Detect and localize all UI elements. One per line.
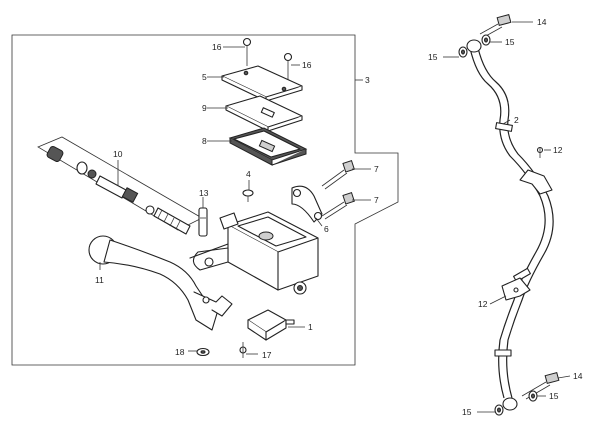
callout-11: 11 [95,275,104,285]
piston-kit [37,136,203,235]
callout-18: 18 [175,347,185,357]
clamp-bolt-upper [321,160,355,190]
callout-2: 2 [514,115,519,125]
master-cylinder-body [189,211,319,295]
brake-switch [247,309,295,341]
cap-screw-left [242,37,252,66]
callout-5: 5 [202,72,207,82]
reservoir-plate [225,95,303,132]
brake-hose [469,47,554,399]
cap-screw-right [283,52,293,80]
callout-7-upper: 7 [374,164,379,174]
brake-lever [88,235,233,331]
callout-3: 3 [365,75,370,85]
hose-clamp-lower [501,277,531,301]
washer-top-right [481,34,491,46]
callout-15-top-right: 15 [505,37,515,47]
callout-4: 4 [246,169,251,179]
clamp-screw-right [536,146,544,158]
washer [196,347,210,357]
handlebar-clamp [291,185,323,223]
washer-top-left [458,46,468,58]
callout-1: 1 [308,322,313,332]
callout-6: 6 [324,224,329,234]
clamp-bolt-lower [321,192,355,220]
callout-7-lower: 7 [374,195,379,205]
callout-14-bottom: 14 [573,371,583,381]
hose-clamp-upper [519,169,553,195]
leader-lines [99,21,571,413]
callout-15-bottom-right: 15 [549,391,559,401]
callout-17: 17 [262,350,272,360]
callout-15-top-left: 15 [428,52,438,62]
assembly-outline [11,34,399,366]
callout-labels: 16 16 5 3 9 8 10 4 7 7 13 6 11 1 17 18 1… [95,17,583,417]
switch-screw [239,342,247,358]
callout-16-right: 16 [302,60,312,70]
callout-14-top: 14 [537,17,547,27]
reservoir-cap [221,65,303,102]
callout-13: 13 [199,188,209,198]
hose-fitting-bottom [502,397,518,411]
banjo-bolt-top [479,13,512,38]
callout-12-left: 12 [478,299,488,309]
callout-16-left: 16 [212,42,222,52]
callout-12-right: 12 [553,145,563,155]
callout-9: 9 [202,103,207,113]
hose-fitting-top [466,39,482,53]
callout-10: 10 [113,149,123,159]
diaphragm [228,127,308,166]
small-screw [242,189,254,202]
pivot-bolt [198,207,208,237]
washer-bottom-left [494,404,504,416]
callout-15-bottom-left: 15 [462,407,472,417]
callout-8: 8 [202,136,207,146]
washer-bottom-right [528,390,538,402]
